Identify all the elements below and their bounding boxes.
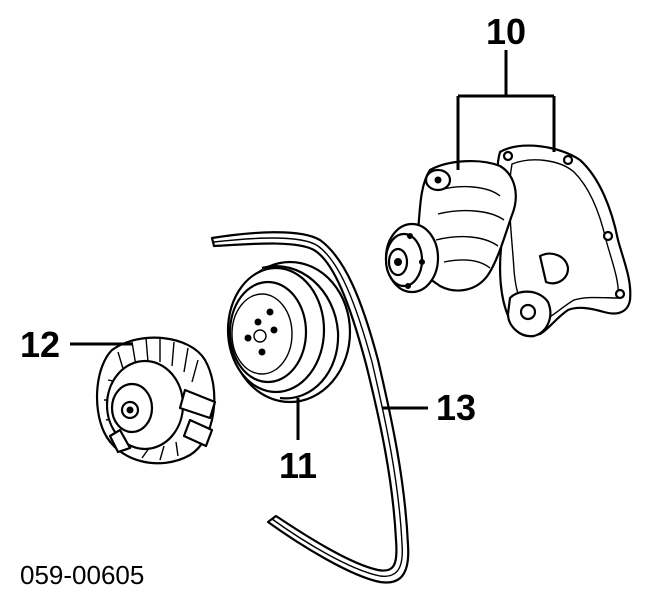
v-belt — [210, 231, 410, 584]
crank-pulley — [226, 260, 352, 404]
callout-pulley: 11 — [279, 445, 317, 486]
fan-clutch — [95, 336, 217, 465]
water-pump — [384, 144, 632, 338]
reference-code: 059-00605 — [20, 560, 144, 590]
callout-v-belt: 13 — [436, 387, 476, 428]
callout-fan-clutch: 12 — [20, 324, 60, 365]
callout-water-pump: 10 — [486, 11, 526, 52]
leader-lines — [70, 50, 556, 440]
